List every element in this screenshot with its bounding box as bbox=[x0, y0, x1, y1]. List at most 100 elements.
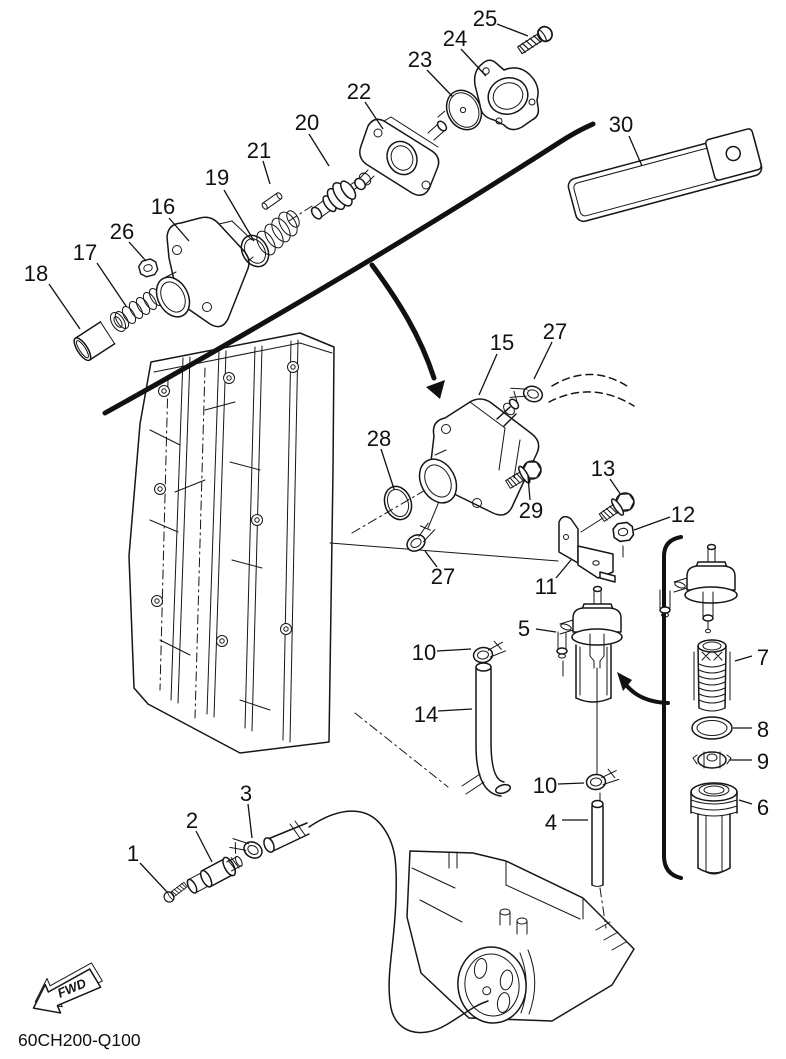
callout-leader-23 bbox=[426, 69, 454, 98]
part-callout-9: 9 bbox=[757, 749, 769, 774]
part-callout-5: 5 bbox=[518, 616, 530, 641]
part-2-joint bbox=[186, 855, 243, 894]
part-16-pump-bracket bbox=[155, 216, 254, 328]
part-callout-26: 26 bbox=[110, 219, 134, 244]
part-10-clamp-bottom bbox=[584, 767, 621, 791]
part-callout-4: 4 bbox=[545, 810, 557, 835]
detail-arrow bbox=[617, 672, 670, 705]
part-callout-12: 12 bbox=[671, 502, 695, 527]
part-callout-24: 24 bbox=[443, 26, 467, 51]
part-17-spring bbox=[109, 288, 164, 332]
part-5-fuel-filter-assembly bbox=[556, 585, 623, 802]
callout-leader-16 bbox=[168, 217, 190, 242]
part-9-retainer bbox=[692, 751, 732, 769]
part-callout-6: 6 bbox=[757, 795, 769, 820]
part-callout-1: 1 bbox=[127, 841, 139, 866]
part-callout-19: 19 bbox=[205, 165, 229, 190]
part-12-nut bbox=[611, 520, 635, 543]
part-22-pump-body bbox=[288, 104, 453, 222]
part-callout-30: 30 bbox=[609, 112, 633, 137]
callout-leader-15 bbox=[478, 353, 498, 396]
part-callout-14: 14 bbox=[414, 702, 438, 727]
callout-leader-7 bbox=[734, 655, 753, 662]
callout-layer: 1234567891010111213141516171819202122232… bbox=[24, 6, 769, 894]
dashed-hose-stub bbox=[548, 373, 635, 407]
part-callout-16: 16 bbox=[151, 194, 175, 219]
diagram-code: 60CH200-Q100 bbox=[18, 1030, 141, 1050]
part-1-screw bbox=[161, 879, 190, 905]
part-callout-27: 27 bbox=[431, 564, 455, 589]
callout-leader-30 bbox=[628, 135, 643, 167]
part-callout-20: 20 bbox=[295, 110, 319, 135]
part-19-spring bbox=[240, 210, 300, 268]
part-callout-27: 27 bbox=[543, 319, 567, 344]
callout-leader-6 bbox=[738, 799, 753, 805]
callout-leader-3 bbox=[247, 803, 253, 839]
part-callout-3: 3 bbox=[240, 781, 252, 806]
callout-leader-19 bbox=[223, 189, 255, 242]
callout-leader-10 bbox=[436, 648, 472, 652]
callout-leader-10 bbox=[557, 782, 585, 785]
fwd-direction-arrow: FWD bbox=[32, 962, 103, 1014]
part-callout-10: 10 bbox=[533, 773, 557, 798]
callout-leader-25 bbox=[496, 23, 529, 37]
part-30-strap bbox=[567, 128, 763, 223]
part-6-filter-cup bbox=[690, 782, 738, 875]
part-26-nut bbox=[136, 257, 160, 279]
part-23-diaphragm bbox=[445, 89, 483, 131]
callout-leader-22 bbox=[364, 101, 384, 130]
part-11-bracket bbox=[558, 515, 624, 583]
part-callout-13: 13 bbox=[591, 456, 615, 481]
part-4-pipe bbox=[591, 799, 607, 929]
part-14-tube bbox=[354, 662, 512, 797]
callout-leader-20 bbox=[308, 133, 330, 167]
part-callout-22: 22 bbox=[347, 79, 371, 104]
callout-leader-27 bbox=[533, 341, 553, 380]
part-callout-29: 29 bbox=[519, 498, 543, 523]
part-callout-2: 2 bbox=[186, 808, 198, 833]
part-callout-7: 7 bbox=[757, 645, 769, 670]
pump-location-arrow bbox=[369, 262, 445, 399]
callout-leader-14 bbox=[437, 708, 473, 712]
part-21-pin bbox=[261, 192, 283, 210]
part-10-clamp-top bbox=[471, 639, 508, 665]
part-25-screw bbox=[514, 23, 556, 58]
fuel-hose-routing bbox=[263, 810, 489, 1034]
engine-cylinder-block bbox=[128, 332, 335, 754]
callout-leader-2 bbox=[195, 830, 213, 863]
part-callout-8: 8 bbox=[757, 717, 769, 742]
callout-leader-13 bbox=[609, 478, 622, 496]
callout-leader-28 bbox=[380, 448, 395, 490]
part-13-bolt bbox=[595, 488, 639, 527]
part-callout-28: 28 bbox=[367, 426, 391, 451]
callout-leader-5 bbox=[535, 628, 557, 633]
filter-head-detail bbox=[659, 543, 738, 634]
callout-leader-21 bbox=[262, 160, 271, 185]
callout-leader-18 bbox=[48, 283, 81, 330]
part-callout-15: 15 bbox=[490, 330, 514, 355]
part-callout-10: 10 bbox=[412, 640, 436, 665]
part-callout-18: 18 bbox=[24, 261, 48, 286]
part-callout-25: 25 bbox=[473, 6, 497, 31]
callout-leader-29 bbox=[527, 475, 531, 501]
part-8-o-ring bbox=[691, 716, 733, 740]
callout-leader-11 bbox=[555, 559, 572, 579]
callout-leader-17 bbox=[96, 262, 127, 307]
part-7-filter-element bbox=[693, 639, 731, 712]
part-20-plunger bbox=[310, 180, 361, 220]
part-callout-17: 17 bbox=[73, 240, 97, 265]
detail-boundary-line bbox=[102, 121, 596, 416]
part-28-o-ring bbox=[383, 485, 413, 521]
part-24-pump-cover bbox=[473, 59, 540, 131]
crankcase-assembly bbox=[406, 850, 635, 1024]
part-callout-23: 23 bbox=[408, 47, 432, 72]
callout-leader-12 bbox=[633, 516, 671, 531]
callout-leader-1 bbox=[139, 862, 169, 894]
detail-brace bbox=[662, 535, 683, 880]
part-18-plug bbox=[73, 321, 116, 362]
callout-leader-27 bbox=[424, 550, 438, 568]
callout-leader-24 bbox=[460, 48, 487, 77]
part-15-fuel-pump bbox=[418, 398, 540, 516]
